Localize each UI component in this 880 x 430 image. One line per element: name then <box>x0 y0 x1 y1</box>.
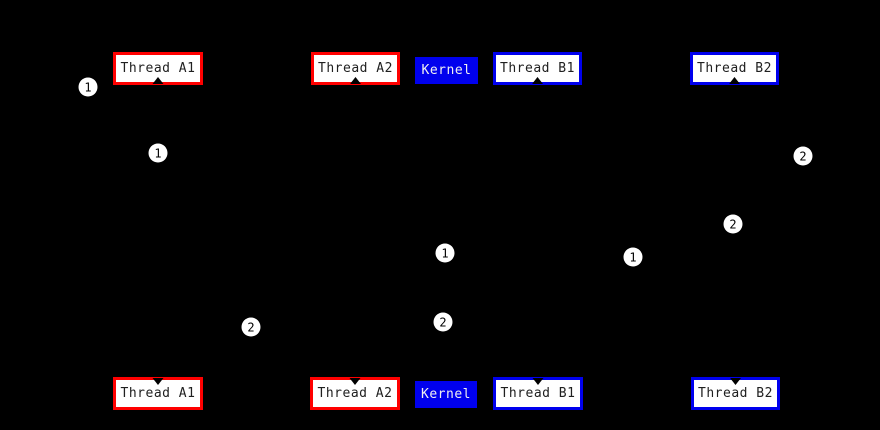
arrowhead-notch <box>350 77 361 84</box>
thread-a1-box-top: Thread A1 <box>113 52 203 85</box>
thread-b1-box-bottom: Thread B1 <box>493 377 583 410</box>
thread-a2-box-top: Thread A2 <box>311 52 400 85</box>
thread-b1-box-top: Thread B1 <box>493 52 582 85</box>
thread-b1-label-bottom: Thread B1 <box>500 386 576 401</box>
thread-a1-label-bottom: Thread A1 <box>120 386 196 401</box>
kernel-label-bottom: Kernel <box>421 387 471 402</box>
kernel-box-top: Kernel <box>415 57 478 84</box>
thread-b1-label-top: Thread B1 <box>500 61 575 76</box>
arrowhead-notch <box>532 378 544 385</box>
thread-a1-label-top: Thread A1 <box>120 61 196 76</box>
step-marker-1: 1 <box>78 77 98 97</box>
step-marker-1: 1 <box>623 247 643 267</box>
step-marker-2: 2 <box>433 312 453 332</box>
kernel-label-top: Kernel <box>421 63 472 78</box>
thread-b2-box-top: Thread B2 <box>690 52 779 85</box>
thread-a2-label-bottom: Thread A2 <box>317 386 393 401</box>
arrowhead-notch <box>729 77 740 84</box>
arrowhead-notch <box>152 77 164 84</box>
arrowhead-notch <box>349 378 361 385</box>
thread-a2-box-bottom: Thread A2 <box>310 377 400 410</box>
arrowhead-notch <box>532 77 543 84</box>
step-marker-2: 2 <box>793 146 813 166</box>
arrowhead-notch <box>152 378 164 385</box>
kernel-box-bottom: Kernel <box>415 381 477 408</box>
thread-b2-label-bottom: Thread B2 <box>698 386 773 401</box>
thread-b2-box-bottom: Thread B2 <box>691 377 780 410</box>
arrowhead-notch <box>730 378 741 385</box>
thread-a2-label-top: Thread A2 <box>318 61 393 76</box>
step-marker-1: 1 <box>435 243 455 263</box>
thread-b2-label-top: Thread B2 <box>697 61 772 76</box>
step-marker-1: 1 <box>148 143 168 163</box>
step-marker-2: 2 <box>723 214 743 234</box>
thread-a1-box-bottom: Thread A1 <box>113 377 203 410</box>
step-marker-2: 2 <box>241 317 261 337</box>
